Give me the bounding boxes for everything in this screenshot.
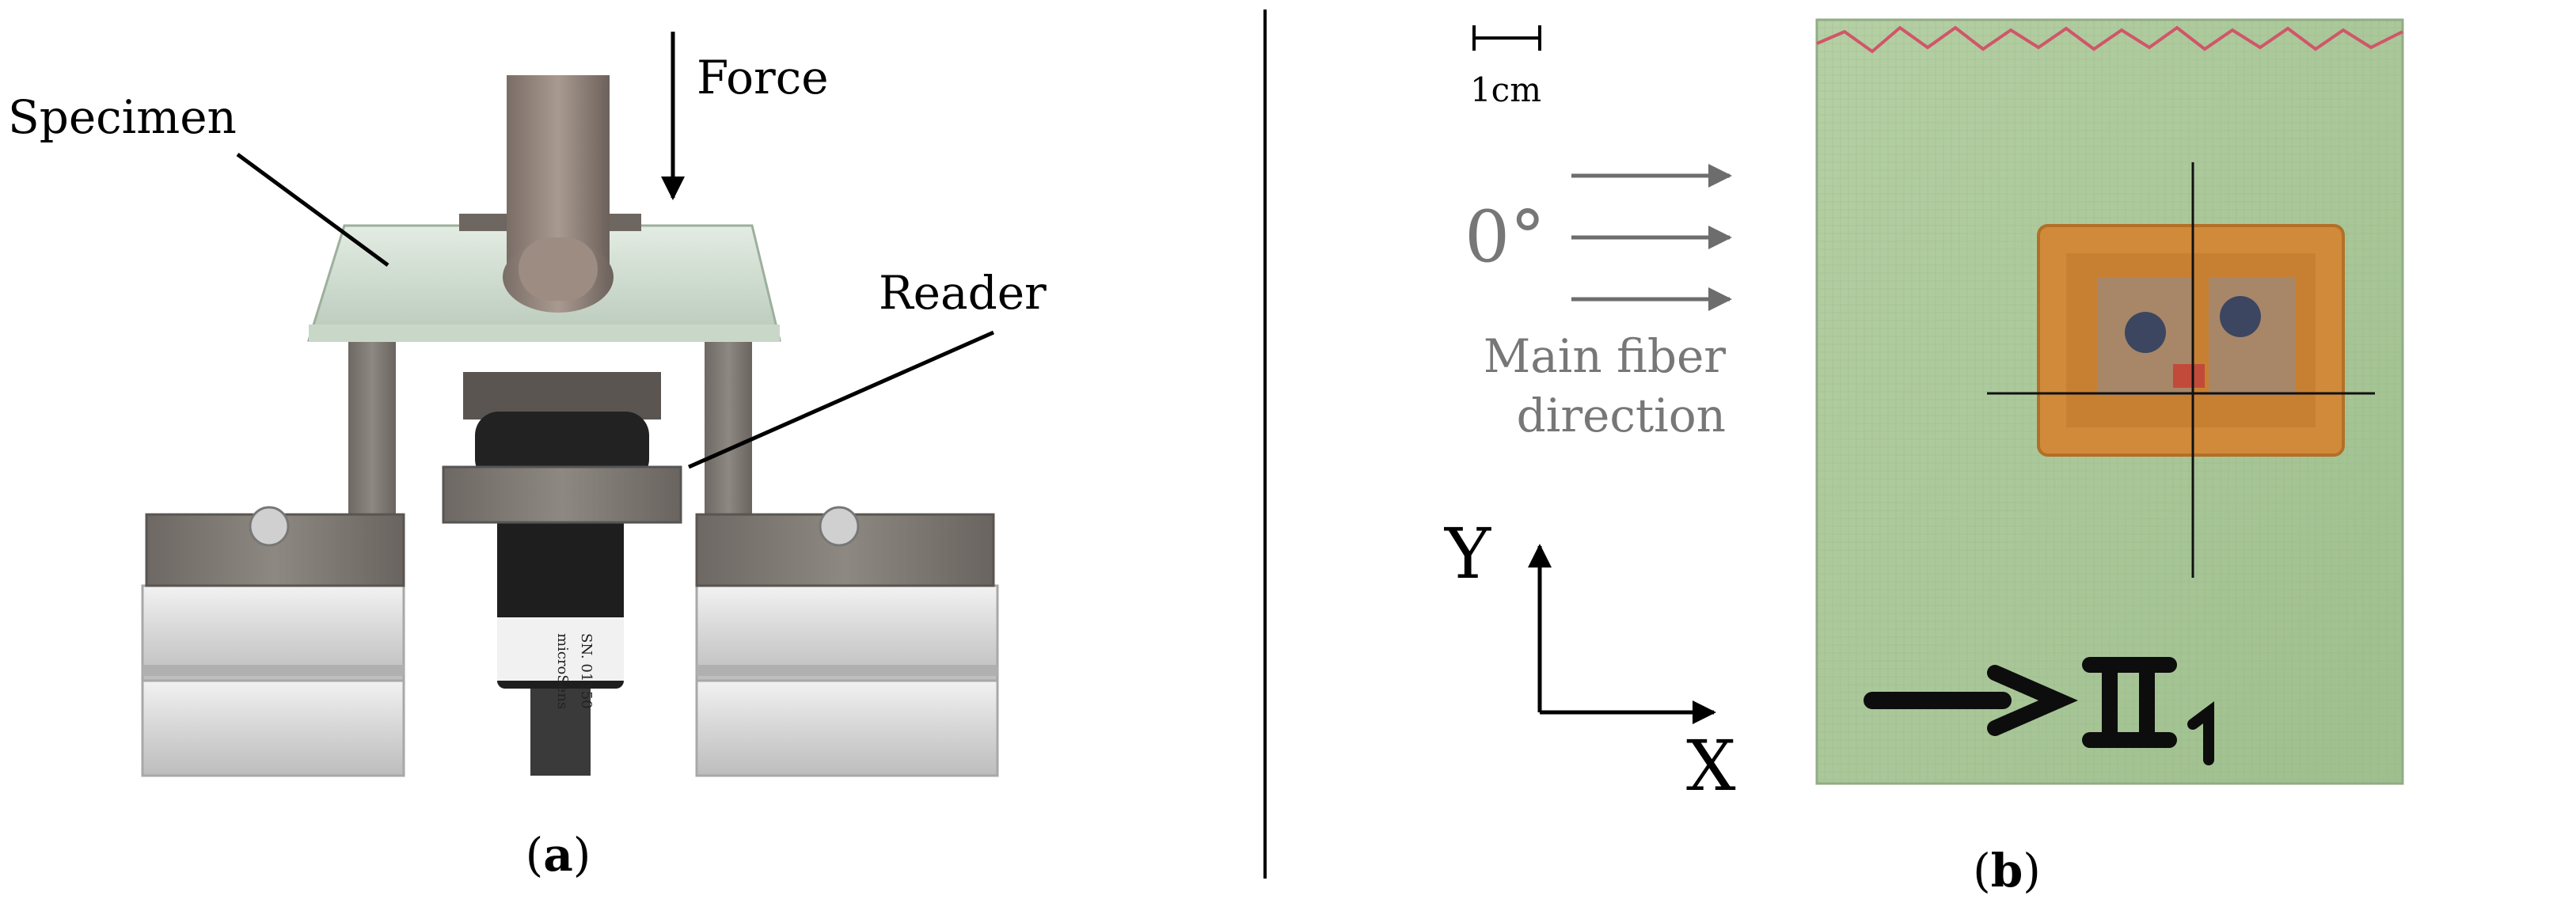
fiber-label-line1: Main fiber [1484,329,1726,383]
panel-a-photo: SN. 01150 microSens [141,75,999,777]
screw-icon [249,506,290,547]
axis-y-label: Y [1444,513,1491,594]
reader-leader-line [687,330,995,469]
axis-x-label: X [1686,725,1736,807]
panel-b-annotations: 1cm 0° Main fiber direction Y X (b) [1444,25,2041,898]
specimen-leader-line [236,152,389,268]
screw-icon [819,506,860,547]
stitch-edge [1816,25,2403,54]
label-specimen: Specimen [8,90,237,144]
left-support [145,332,405,587]
reader-bracket [442,372,682,524]
panel-b-photo [1815,18,2404,785]
sensor-body: SN. 01150 microSens [497,507,624,776]
rfid-tag [2037,224,2345,457]
sensor-brand: microSens [554,633,571,709]
label-reader: Reader [879,266,1047,320]
coordinate-axes: Y X [1444,513,1736,807]
fiber-label-line2: direction [1517,389,1726,442]
fiber-direction-arrows [1571,164,1732,311]
scale-bar: 1cm [1470,25,1541,109]
loading-punch [503,75,614,313]
angle-label: 0° [1465,195,1545,279]
scale-label: 1cm [1470,70,1541,109]
sensor-serial: SN. 01150 [578,633,595,709]
panel-a-annotations: Specimen Force Reader (a) [8,32,1047,882]
right-support [695,332,995,587]
handwritten-mark [1864,657,2214,765]
left-rail [141,584,405,777]
label-force: Force [697,51,829,104]
caption-b: (b) [1973,844,2041,898]
caption-a: (a) [526,828,591,882]
right-rail [695,584,999,777]
